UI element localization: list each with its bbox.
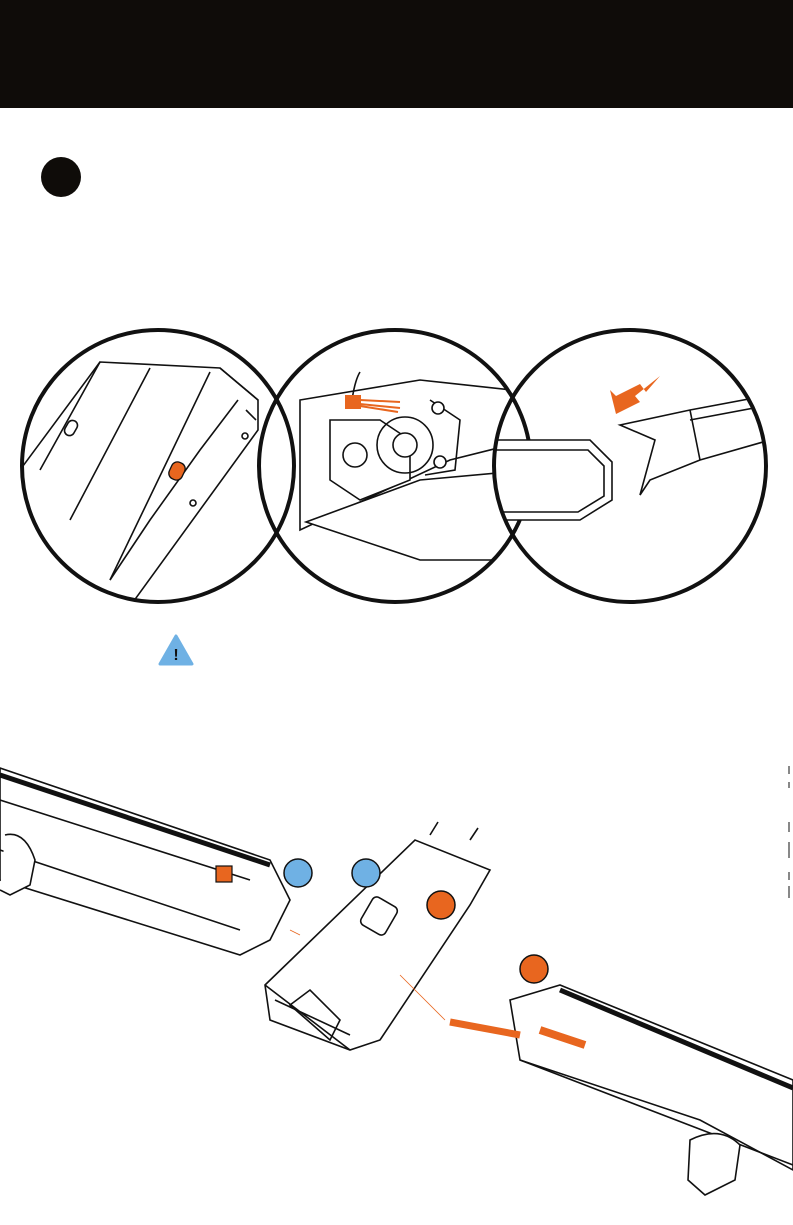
callout-blue-2 <box>352 859 380 887</box>
callout-blue-1 <box>284 859 312 887</box>
main-assembly <box>0 768 793 1195</box>
warning-symbol: ! <box>173 647 178 664</box>
detail-circle-hole <box>20 330 294 620</box>
warning-triangle-icon: ! <box>158 634 194 666</box>
callout-orange-2 <box>520 955 548 983</box>
edge-marks <box>786 762 793 902</box>
direction-arrow-icon <box>610 376 660 414</box>
nut-icon <box>216 866 232 882</box>
callout-orange-1 <box>427 891 455 919</box>
detail-circle-connector <box>259 330 531 602</box>
detail-circle-insert <box>480 330 770 602</box>
